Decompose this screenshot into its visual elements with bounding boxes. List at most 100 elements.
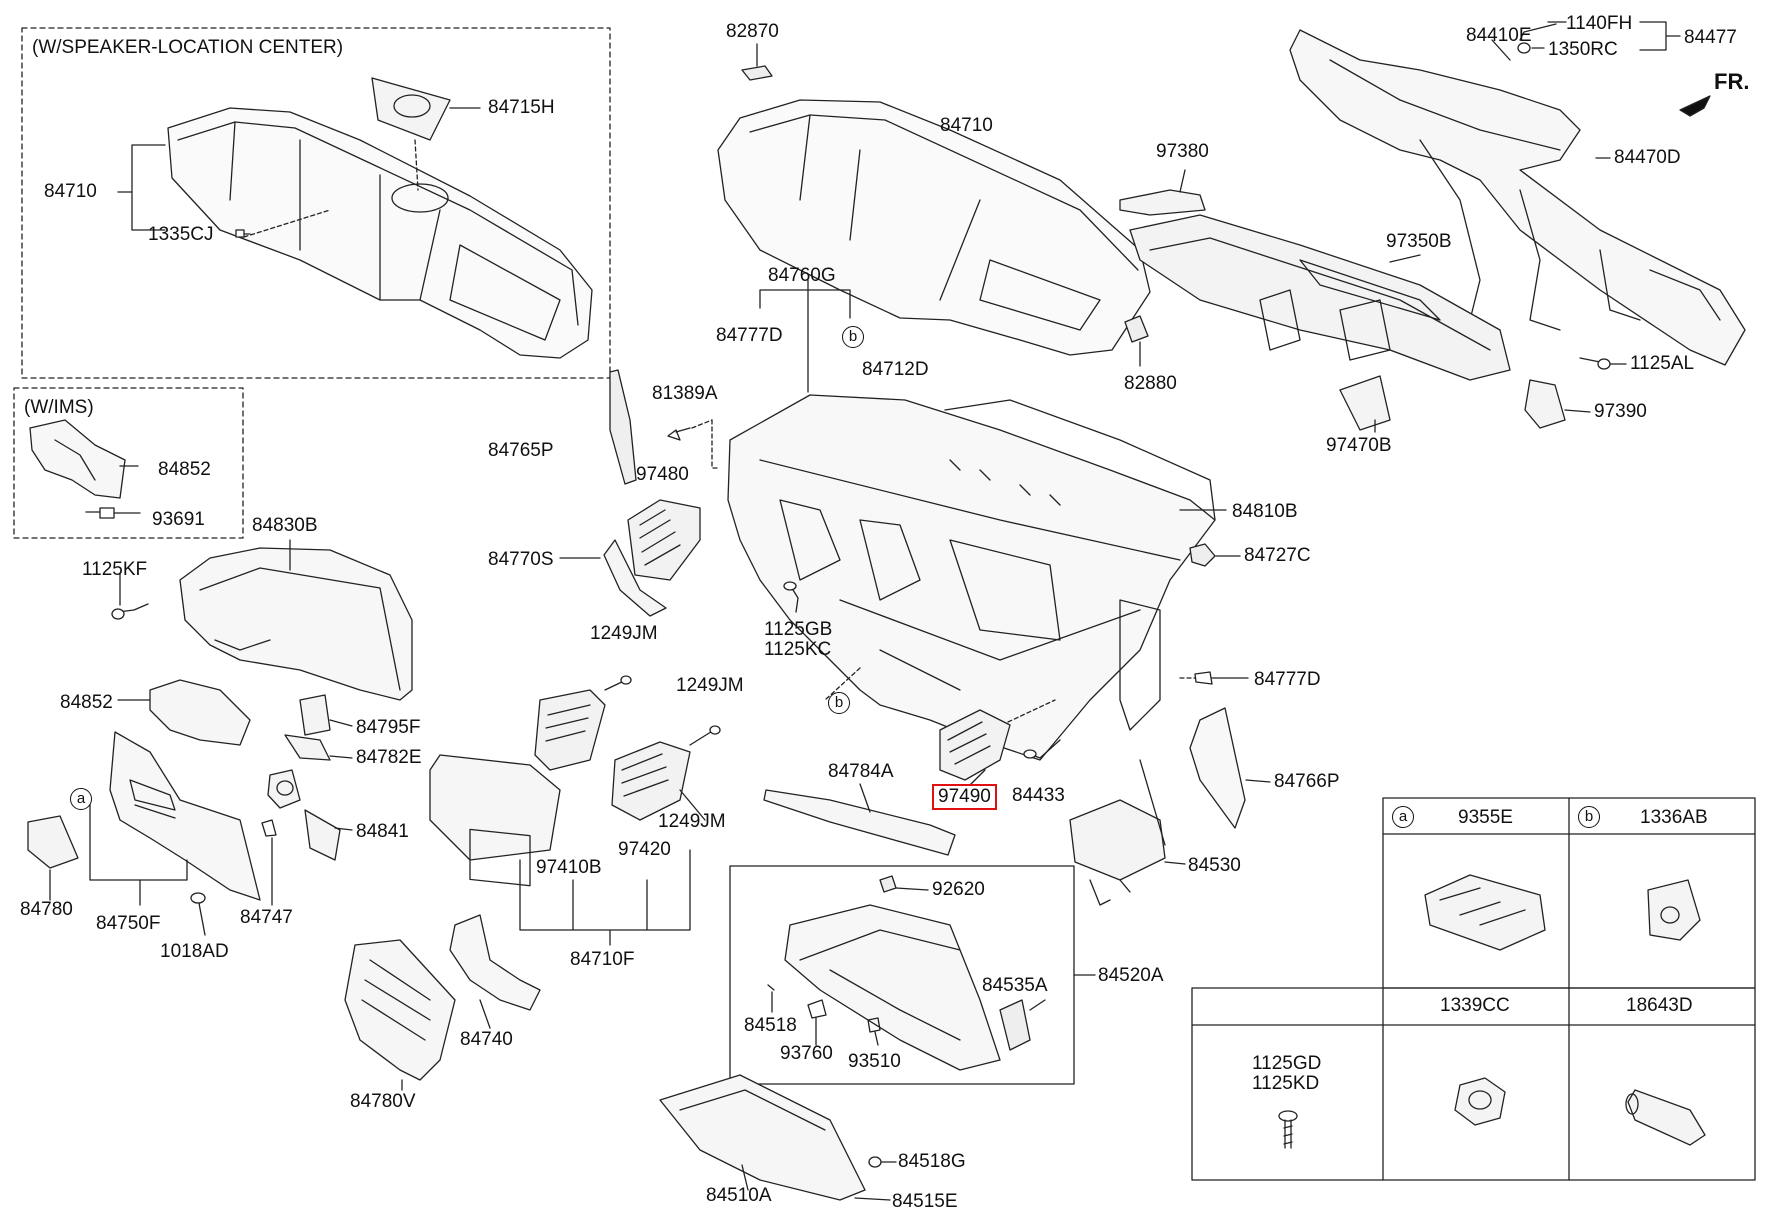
part-label-84841: 84841 [356,821,409,842]
part-label-93760: 93760 [780,1043,833,1064]
part-84795F-shape [299,694,331,736]
speaker-shape [393,94,431,118]
vent-97410B-shape [534,689,606,771]
bracket-84740-shape [449,914,541,1011]
part-label-84710F: 84710F [570,949,635,970]
legend-bolt-1: 1125GD [1252,1053,1322,1074]
pin-18643D-shape [1625,1089,1706,1146]
part-label-1140FH: 1140FH [1566,13,1633,34]
part-label-84760G: 84760G [768,265,836,286]
part-label-92620: 92620 [932,879,985,900]
part-label-84830B: 84830B [252,515,318,536]
duct-97380-shape [1119,189,1206,216]
part-label-84782E: 84782E [356,747,422,768]
head-unit-shape [429,754,561,887]
part-label-84777D-top: 84777D [716,325,783,346]
part-label-97420: 97420 [618,839,671,860]
vent-97480-shape [627,499,701,581]
legend-bolt-2: 1125KD [1252,1073,1320,1094]
part-label-1249JM-a: 1249JM [590,623,658,644]
part-label-84715H: 84715H [488,97,555,118]
part-label-84770S: 84770S [488,549,554,570]
nut-1339CC-shape [1454,1077,1506,1126]
part-label-82880: 82880 [1124,373,1177,394]
part-label-84765P: 84765P [488,440,554,461]
part-label-1125KC: 1125KC [764,639,832,660]
damper-84535A-shape [999,999,1031,1051]
part-label-1125KF: 1125KF [82,559,148,580]
duct-97470B-shape [1339,375,1391,431]
part-label-97410B: 97410B [536,857,602,878]
fascia-84780V-shape [344,939,456,1081]
part-label-84780V: 84780V [350,1091,416,1112]
trim-84765P-shape [609,369,637,485]
speaker-grille-shape [371,77,451,141]
airbag-84530-shape [1069,799,1166,906]
part-label-84510A: 84510A [706,1185,772,1206]
clip-84747-shape [261,819,277,837]
trim-84766P-shape [1189,707,1246,829]
cover-84780-shape [27,815,79,869]
part-label-84530: 84530 [1188,855,1241,876]
clip-82870-shape [741,65,773,81]
duct-97390-shape [1524,379,1566,429]
part-label-84766P: 84766P [1274,771,1340,792]
legend-a-symbol: a [1392,806,1414,828]
clip-92620-shape [879,875,897,893]
part-label-97480: 97480 [636,464,689,485]
switch-9355E-shape [1424,874,1546,951]
bolt-1125GD-shape [1278,1110,1298,1149]
ims-option-header: (W/IMS) [24,397,94,418]
part-label-1125AL: 1125AL [1630,353,1695,374]
crash-pad-shape [727,394,1216,761]
callout-a: a [70,788,92,810]
bolt-1125AL-shape [1579,357,1601,363]
part-label-84515E: 84515E [892,1191,958,1211]
part-label-84784A: 84784A [828,761,894,782]
legend-b-symbol: b [1578,806,1600,828]
part-label-84710-center: 84710 [940,115,993,136]
upper-cover-speaker-shape [167,107,593,359]
clip-1336AB-shape [1647,879,1701,941]
part-label-84780: 84780 [20,899,73,920]
part-label-84535A: 84535A [982,975,1048,996]
part-label-82870: 82870 [726,21,779,42]
part-label-1350RC: 1350RC [1548,39,1618,60]
part-label-97470B: 97470B [1326,435,1392,456]
speaker-option-box [21,27,611,379]
part-label-84750F: 84750F [96,913,161,934]
part-label-84710-left: 84710 [44,181,97,202]
switch-84841-shape [267,769,341,861]
vent-97420-shape [611,741,691,821]
callout-b-top: b [842,326,864,348]
garnish-84784A-shape [763,789,956,856]
part-label-84795F: 84795F [356,717,421,738]
part-label-84777D-right: 84777D [1254,669,1321,690]
legend-b-part: 1336AB [1640,807,1708,828]
part-label-84470D: 84470D [1614,147,1681,168]
part-label-84433: 84433 [1012,785,1065,806]
part-label-81389A: 81389A [652,383,718,404]
front-direction-label: FR. [1714,69,1750,94]
legend-d-part: 18643D [1626,995,1693,1016]
part-label-84852: 84852 [60,692,113,713]
clip-84727C-shape [1189,543,1216,567]
glovebox-housing-shape [784,904,1001,1071]
part-label-1125GB: 1125GB [764,619,833,640]
part-label-97390: 97390 [1594,401,1647,422]
part-label-97490-highlighted[interactable]: 97490 [932,784,997,810]
part-label-84810B: 84810B [1232,501,1298,522]
cluster-hood-shape [179,547,413,701]
part-label-84852-ims: 84852 [158,459,211,480]
part-label-84518G: 84518G [898,1151,966,1172]
part-label-1249JM-b: 1249JM [676,675,744,696]
front-arrow-icon [1679,95,1711,117]
duct-97350B-shape [1129,214,1511,381]
bolt-81389A-shape [667,427,691,441]
part-label-84727C: 84727C [1244,545,1311,566]
speaker-option-header: (W/SPEAKER-LOCATION CENTER) [32,37,344,58]
part-label-84518: 84518 [744,1015,797,1036]
bolt-1018AD-shape [197,897,206,936]
